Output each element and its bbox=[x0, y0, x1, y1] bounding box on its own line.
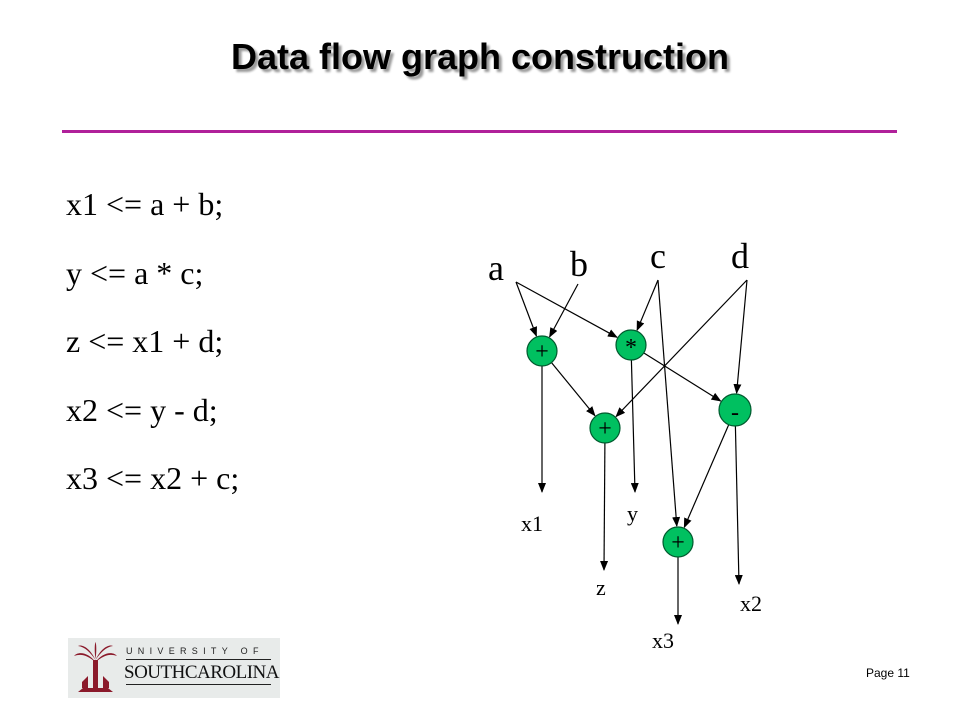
edge-b-to-add1 bbox=[549, 283, 579, 338]
operator-symbol: - bbox=[731, 400, 739, 426]
code-line: x3 <= x2 + c; bbox=[66, 460, 240, 496]
node-mul: * bbox=[615, 329, 647, 361]
input-label-b: b bbox=[570, 244, 588, 284]
node-add3: + bbox=[662, 526, 694, 558]
operator-symbol: + bbox=[598, 416, 612, 442]
edge-sub-to-add3 bbox=[683, 424, 730, 529]
palmetto-tree-icon bbox=[74, 642, 117, 692]
edge-a-to-add1 bbox=[515, 281, 537, 337]
edge-c-to-add3 bbox=[657, 279, 681, 527]
edge-d-to-add2 bbox=[615, 279, 748, 418]
page-number: Page 11 bbox=[866, 666, 910, 680]
code-line: z <= x1 + d; bbox=[66, 323, 224, 359]
output-label-x2: x2 bbox=[740, 591, 762, 616]
code-listing: x1 <= a + b; y <= a * c; z <= x1 + d; x2… bbox=[66, 188, 239, 531]
output-label-x3: x3 bbox=[652, 628, 674, 653]
operator-symbol: * bbox=[625, 335, 637, 361]
title-divider bbox=[62, 130, 897, 133]
output-label-x1: x1 bbox=[521, 511, 543, 536]
code-line: x2 <= y - d; bbox=[66, 391, 218, 428]
input-label-c: c bbox=[650, 236, 666, 276]
edge-mul-to-sub bbox=[643, 352, 722, 402]
logo-name-text: SOUTHCAROLINA bbox=[124, 662, 280, 683]
input-label-a: a bbox=[488, 248, 504, 288]
operator-symbol: + bbox=[535, 339, 549, 365]
edge-a-to-mul bbox=[515, 281, 618, 338]
node-sub: - bbox=[718, 393, 752, 427]
operator-symbol: + bbox=[671, 530, 685, 556]
output-label-z: z bbox=[596, 575, 606, 600]
node-add2: + bbox=[589, 412, 621, 444]
logo-divider bbox=[126, 684, 271, 685]
university-logo: UNIVERSITY OF SOUTHCAROLINA bbox=[68, 638, 280, 698]
logo-university-text: UNIVERSITY OF bbox=[126, 646, 264, 656]
node-add1: + bbox=[526, 335, 558, 367]
output-label-y: y bbox=[627, 501, 638, 526]
graph-edges bbox=[515, 279, 748, 625]
edge-c-to-mul bbox=[636, 279, 659, 332]
slide-title: Data flow graph construction bbox=[230, 36, 730, 77]
code-line: y <= a * c; bbox=[66, 254, 204, 291]
code-line: x1 <= a + b; bbox=[66, 186, 224, 222]
edge-d-to-sub bbox=[733, 279, 748, 395]
edge-add1-to-add2 bbox=[551, 362, 596, 417]
logo-divider bbox=[126, 659, 271, 660]
edge-mul-to-y bbox=[630, 359, 639, 493]
edge-add2-to-z bbox=[600, 442, 609, 571]
input-label-d: d bbox=[731, 236, 749, 276]
edge-sub-to-x2 bbox=[734, 425, 743, 585]
